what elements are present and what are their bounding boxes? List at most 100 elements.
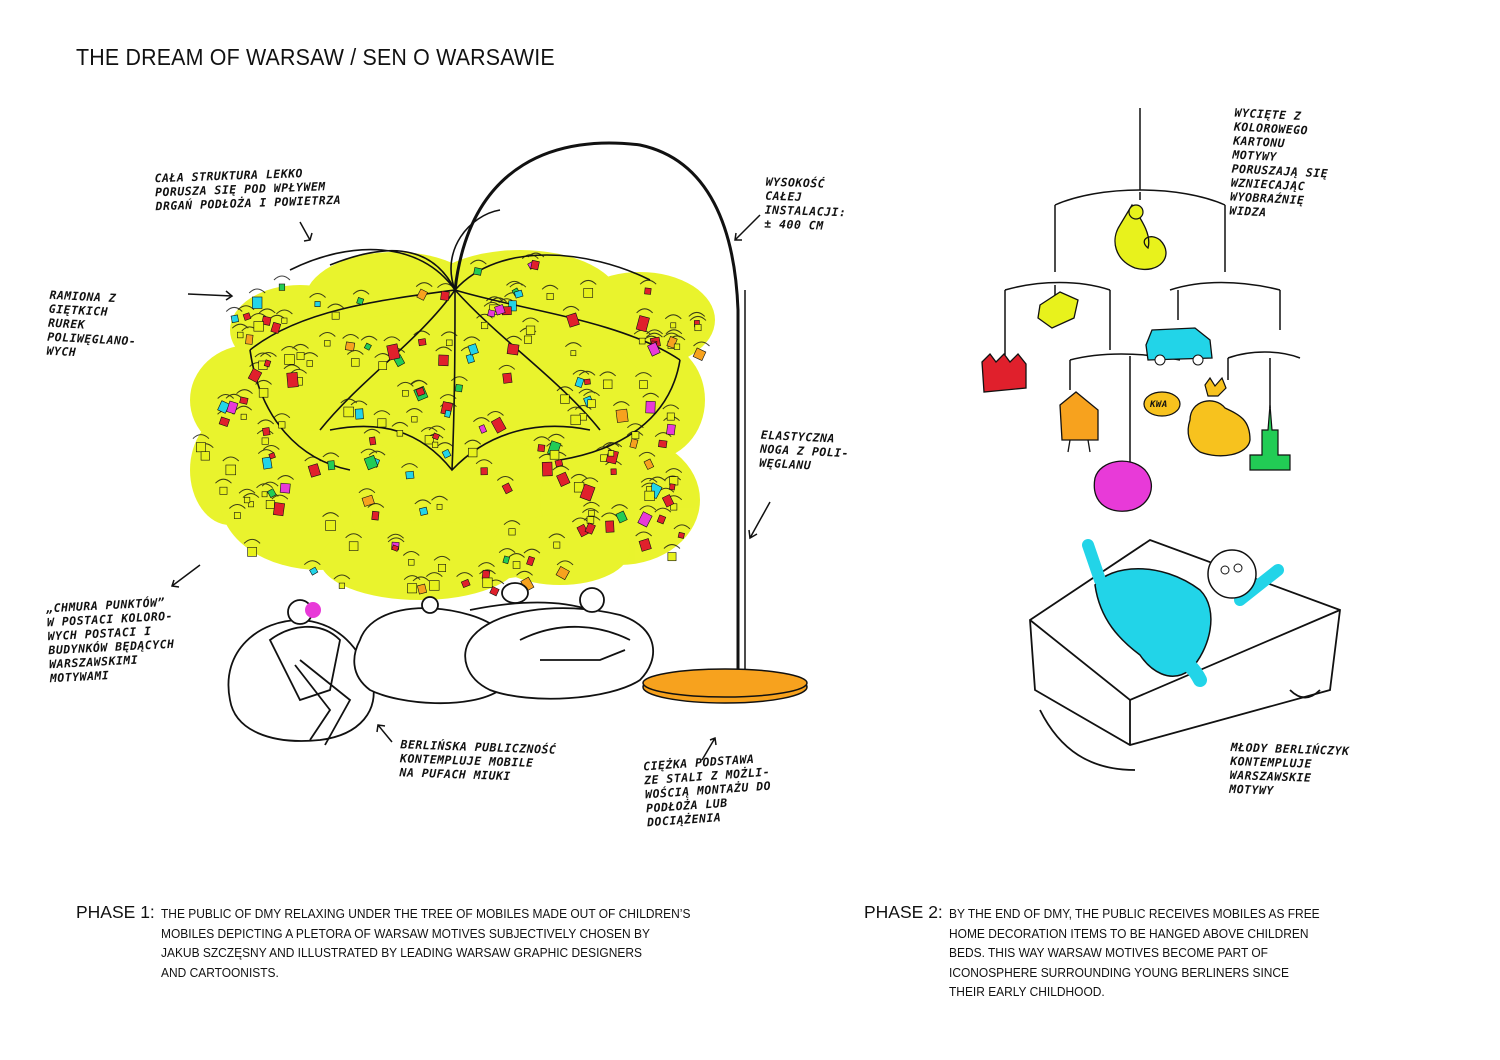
mobile-hook — [578, 370, 596, 376]
mobile-hook — [463, 336, 481, 342]
orange-house-figure — [1059, 391, 1099, 453]
mobile-hook — [581, 477, 599, 483]
mobile-hook — [397, 381, 414, 387]
mobile-piece — [478, 424, 488, 434]
mobile-piece — [391, 544, 400, 552]
mobile-piece-outline — [306, 360, 313, 367]
mobile-hook — [601, 512, 618, 518]
mobile-hook — [498, 364, 516, 370]
phase1-caption: PHASE 1: THE PUBLIC OF DMY RELAXING UNDE… — [76, 902, 736, 982]
mobile-piece-outline — [446, 339, 453, 347]
mobile-piece-outline — [666, 412, 675, 421]
mobile-hook — [217, 393, 235, 399]
mobile-hook — [523, 548, 541, 554]
mobile-hook — [401, 463, 418, 468]
mobile-piece — [467, 343, 479, 356]
mobile-piece — [537, 444, 546, 453]
mobile-hook — [688, 311, 706, 317]
mobile-piece — [657, 439, 668, 449]
mobile-hook — [242, 493, 260, 498]
phase2-label: PHASE 2: — [864, 902, 943, 922]
mobile-piece — [530, 259, 540, 271]
mobile-piece-outline — [429, 580, 440, 591]
note-cut-out: WYCIĘTE Z KOLOROWEGO KARTONU MOTYWY PORU… — [1229, 105, 1329, 220]
phase1-text: THE PUBLIC OF DMY RELAXING UNDER THE TRE… — [160, 906, 691, 980]
mobile-hook — [257, 419, 275, 425]
mobile-piece — [386, 343, 401, 361]
mobile-hook — [333, 574, 351, 580]
mobile-piece-outline — [281, 317, 288, 324]
mobile-piece-outline — [424, 435, 434, 445]
mobile-piece-outline — [240, 413, 247, 420]
mobile-piece — [513, 289, 524, 299]
mobile-piece-outline — [468, 447, 478, 458]
mobile-piece — [605, 520, 615, 533]
mobile-piece-outline — [338, 582, 345, 589]
mobile-hook — [646, 329, 663, 335]
mobile-hook — [262, 444, 280, 450]
mobile-piece — [645, 400, 656, 414]
mobile-hook — [612, 401, 630, 407]
mobile-piece-outline — [694, 324, 702, 332]
mobile-hook — [257, 449, 275, 454]
mobile-piece — [692, 347, 707, 361]
red-crown-figure — [981, 353, 1027, 393]
mobile-hook — [579, 279, 597, 285]
mobile-piece — [565, 312, 580, 328]
mobile-piece — [416, 288, 428, 301]
mobile-hook — [451, 376, 468, 382]
mobile-hook — [663, 544, 681, 549]
mobile-hook — [439, 394, 457, 399]
mobile-piece — [440, 290, 450, 301]
duck-figure — [1187, 376, 1251, 457]
mobile-hook — [345, 533, 362, 539]
mobile-piece — [314, 301, 321, 307]
mobile-hook — [490, 297, 507, 303]
mobile-hook — [414, 499, 432, 505]
page-title: THE DREAM OF WARSAW / SEN O WARSAWIE — [76, 44, 555, 70]
mobile-hook — [425, 572, 443, 577]
mobile-piece-outline — [225, 464, 236, 476]
mobile-piece-outline — [673, 343, 681, 350]
mobile-hook — [595, 446, 613, 452]
mobile-piece — [635, 315, 650, 333]
mobile-piece — [647, 341, 661, 357]
mobile-hook — [654, 507, 672, 513]
mobile-hook — [654, 432, 672, 437]
mobile-hook — [327, 303, 344, 309]
mobile-hook — [665, 329, 683, 335]
mobile-piece-outline — [639, 380, 648, 389]
mobile-piece — [438, 354, 449, 367]
mobile-piece — [583, 378, 591, 385]
mobile-hook — [693, 341, 710, 347]
mobile-hook — [273, 275, 291, 281]
mobile-hook — [470, 259, 487, 265]
mobile-hook — [611, 504, 628, 510]
mobile-hook — [556, 386, 574, 392]
mobile-piece-outline — [331, 311, 340, 320]
speech-bubble — [1143, 391, 1181, 417]
mobile-hook — [464, 439, 482, 445]
annotation-arrows — [171, 214, 771, 761]
mobile-piece — [415, 386, 426, 397]
mobile-hook — [552, 465, 570, 471]
mobile-piece-outline — [324, 340, 331, 347]
mobile-hook — [352, 289, 370, 295]
mobile-piece — [666, 423, 676, 436]
mobile-piece-outline — [247, 547, 257, 557]
mobile-piece-outline — [525, 325, 536, 335]
mobile-piece — [309, 566, 319, 576]
mobile-piece — [490, 416, 507, 434]
mobile-hook — [322, 512, 339, 518]
mobile-piece-outline — [508, 528, 516, 536]
mobile-hook — [689, 315, 707, 321]
mobile-hook — [318, 331, 336, 337]
mobile-piece-outline — [579, 413, 587, 421]
mobile-piece-outline — [377, 418, 387, 428]
mobile-hook — [433, 555, 451, 561]
mobile-piece-outline — [523, 335, 532, 344]
mobile-piece-outline — [378, 361, 388, 370]
mobile-piece — [502, 372, 513, 384]
mobile-piece — [431, 432, 440, 441]
mobile-hook — [225, 306, 243, 312]
